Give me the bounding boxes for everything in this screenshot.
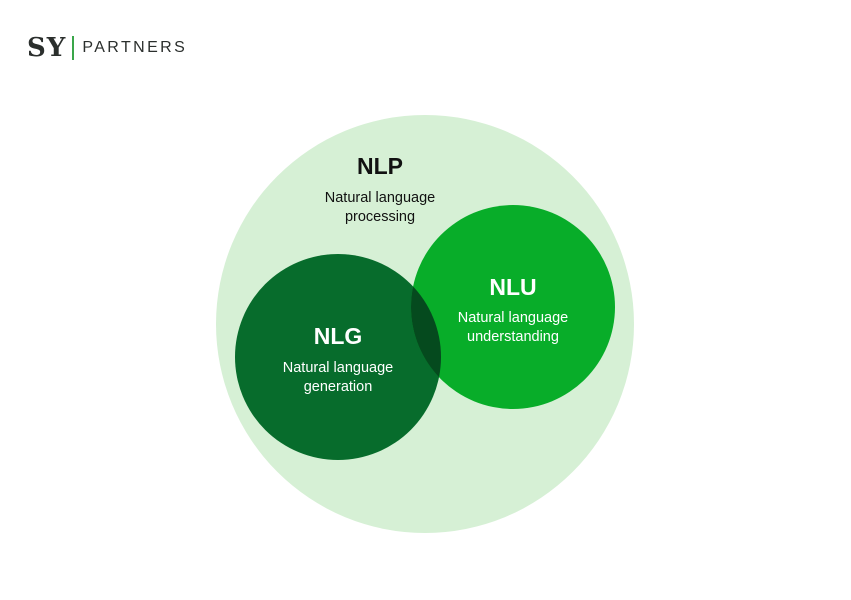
nlu-circle <box>411 205 615 409</box>
logo-text: PARTNERS <box>82 39 188 56</box>
logo-divider <box>72 36 75 60</box>
nlu-subtitle-line2: understanding <box>467 329 559 345</box>
nlu-title: NLU <box>489 274 536 300</box>
nlg-subtitle-line2: generation <box>304 379 373 395</box>
nlp-title: NLP <box>357 153 403 179</box>
nlg-subtitle-line1: Natural language <box>283 360 393 376</box>
nlp-subtitle-line1: Natural language <box>325 190 435 206</box>
nlg-circle <box>235 254 441 460</box>
nlu-subtitle-line1: Natural language <box>458 310 568 326</box>
nlp-subtitle-line2: processing <box>345 209 415 225</box>
nlg-title: NLG <box>314 323 363 349</box>
sy-partners-logo: SY PARTNERS <box>27 34 187 62</box>
logo-mark: SY <box>27 33 67 63</box>
